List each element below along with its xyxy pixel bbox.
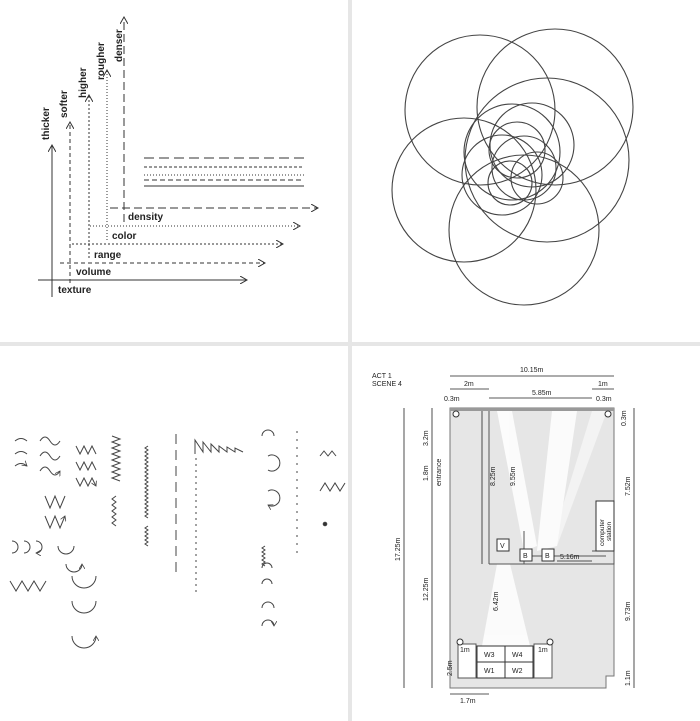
box-b-2 [541,548,555,562]
dim-1725: 17.25m [395,537,402,561]
floorplan-diagram: V B B computer station W3 W4 W1 W2 [372,367,635,705]
box-b-1 [519,548,533,562]
dim-total-width: 10.15m [520,367,544,374]
beam-1 [497,411,537,551]
circle-small-3 [510,151,564,205]
wall-block-left [457,643,477,679]
speaker-bottom-right [546,638,554,646]
axes-diagram: thicker softer higher rougher denser tex… [38,0,348,297]
notation-squiggle-2 [111,495,117,527]
dim-03-left: 0.3m [444,396,460,403]
entrance-label: entrance [436,459,443,486]
wall-top [450,408,614,411]
label-volume: volume [76,267,111,278]
notation-crescents-top [14,438,27,467]
dim-17: 1.7m [460,698,476,705]
notation-hooks-top [261,429,281,506]
panel-axes-diagram: thicker softer higher rougher denser tex… [0,0,348,342]
notation-squiggle-1 [110,435,122,482]
label-higher: higher [78,67,89,98]
circle-large-top-left [404,34,556,186]
notation-zigzag-dense [75,444,96,486]
notation-squiggle-5 [261,545,266,567]
notation-zigzag-right [319,450,346,492]
dim-03-right: 0.3m [596,396,612,403]
label-density: density [128,212,163,223]
label-softer: softer [59,90,70,118]
circle-small-4 [487,160,533,206]
dim-516: 5.16m [560,554,580,561]
label-color: color [112,231,137,242]
dim-825: 8.25m [490,466,497,486]
label-rougher: rougher [96,42,107,80]
scene-label: SCENE 4 [372,381,402,388]
label-denser: denser [114,29,125,62]
notation-crescent-row [11,540,43,553]
box-v-label: V [500,543,505,550]
dim-18: 1.8m [423,465,430,481]
grid-divider-horizontal [0,342,700,346]
dim-585: 5.85m [532,390,552,397]
dim-1225: 12.25m [423,577,430,601]
notation-squiggle-4 [144,525,149,547]
notation-arcs-low [71,575,96,649]
panel-circles [352,0,700,342]
dim-32: 3.2m [423,430,430,446]
beam-2 [537,411,577,551]
circle-large-right [464,77,630,243]
wall-w2-label: W2 [512,668,523,675]
computer-station-label-1: computer [599,518,606,546]
dim-955: 9.55m [510,466,517,486]
notation-dot [322,521,328,527]
circle-mid-1 [463,103,561,201]
notation-vees [44,494,65,530]
dim-2m: 2m [464,381,474,388]
circle-large-left [391,117,537,263]
notation-squiggle-3 [144,445,149,519]
speaker-top-right [604,410,612,418]
circles-diagram [391,28,634,306]
wall-w2-box [504,661,534,679]
dim-1m-left: 1m [460,647,470,654]
label-range: range [94,250,122,261]
panel-floorplan: V B B computer station W3 W4 W1 W2 [352,346,700,721]
dim-752: 7.52m [625,476,632,496]
grid-divider-vertical [348,0,352,721]
circle-large-top-right [476,28,634,186]
label-texture: texture [58,285,92,296]
dim-1m-top: 1m [598,381,608,388]
circle-small-1 [491,135,557,201]
notation-zigzag-left [9,580,47,592]
box-b-1-label: B [523,553,528,560]
wall-block-right [533,643,553,679]
notation-hooks-low [261,562,274,626]
computer-station-box [595,500,615,552]
notation-waves-top [39,436,60,475]
speaker-bottom-left [456,638,464,646]
box-b-2-label: B [545,553,550,560]
label-thicker: thicker [41,107,52,140]
circle-mid-3 [461,134,543,216]
notation-diagram [9,429,346,649]
wall-w1-label: W1 [484,668,495,675]
notation-sawtooth [194,438,244,454]
wall-w4-label: W4 [512,652,523,659]
dim-25: 2.5m [447,660,454,676]
computer-station-label-2: station [606,521,613,541]
notation-arcs-mid [57,545,82,573]
dim-973: 9.73m [625,601,632,621]
circle-small-2 [488,121,546,179]
wall-w3-label: W3 [484,652,495,659]
dim-11: 1.1m [625,670,632,686]
beam-4 [482,564,530,646]
dim-642: 6.42m [493,591,500,611]
speaker-top-left [452,410,460,418]
dim-1m-right: 1m [538,647,548,654]
beam-3 [552,411,607,546]
dim-03-side: 0.3m [621,410,628,426]
panel-notation [0,346,348,721]
box-v [496,538,510,552]
act-label: ACT 1 [372,373,392,380]
